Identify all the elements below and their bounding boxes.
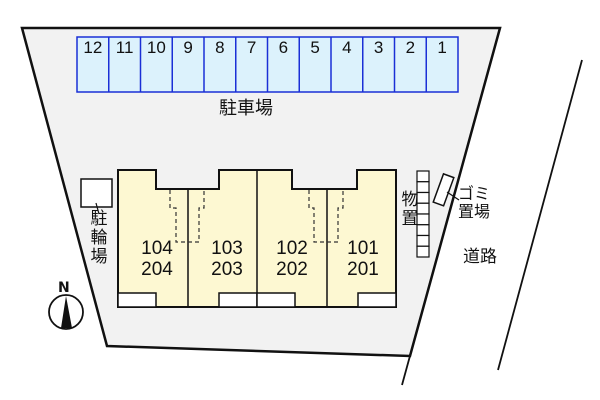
unit-ground-number: 103 bbox=[211, 238, 243, 259]
storage-label: 物 置 bbox=[400, 191, 420, 229]
storage-char: 物 bbox=[401, 190, 419, 210]
unit-upper-number: 203 bbox=[211, 259, 243, 280]
garbage-label-line1: ゴミ bbox=[458, 184, 491, 203]
unit-ground-number: 101 bbox=[347, 238, 379, 259]
parking-slot-number: 2 bbox=[405, 38, 416, 57]
parking-slot-number: 10 bbox=[146, 38, 166, 57]
bike-parking-char: 場 bbox=[90, 247, 108, 267]
bike-parking-char: 輪 bbox=[90, 228, 108, 248]
parking-slot-number: 1 bbox=[437, 38, 447, 57]
road-label: 道路 bbox=[463, 247, 497, 267]
unit-upper-number: 202 bbox=[276, 259, 308, 280]
garbage-label: ゴミ 置場 bbox=[458, 185, 490, 221]
unit-label-101: 101 201 bbox=[333, 238, 393, 280]
garbage-label-line2: 置場 bbox=[458, 202, 491, 221]
parking-slot-number: 7 bbox=[246, 38, 257, 57]
unit-ground-number: 102 bbox=[276, 238, 308, 259]
road-edge-left bbox=[401, 27, 501, 386]
parking-slots bbox=[76, 36, 459, 93]
parking-slot-number: 9 bbox=[183, 38, 193, 57]
storage-units bbox=[416, 170, 430, 258]
road-edge-right bbox=[497, 59, 583, 371]
parking-slot-number: 8 bbox=[215, 38, 225, 57]
stair-outlines bbox=[169, 190, 344, 243]
compass-north-label: N bbox=[58, 280, 70, 296]
unit-upper-number: 201 bbox=[347, 259, 379, 280]
parking-slot-number: 3 bbox=[373, 38, 384, 57]
compass-icon bbox=[48, 294, 84, 330]
parking-slot-number: 12 bbox=[83, 38, 103, 57]
unit-label-104: 104 204 bbox=[127, 238, 187, 280]
parking-slot-number: 5 bbox=[310, 38, 320, 57]
bike-parking-box bbox=[80, 178, 113, 208]
parking-label: 駐車場 bbox=[219, 98, 273, 119]
garbage-box bbox=[432, 172, 455, 207]
unit-upper-number: 204 bbox=[141, 259, 173, 280]
bike-parking-char: 駐 bbox=[90, 209, 108, 229]
entrance-boxes bbox=[117, 292, 397, 308]
unit-label-102: 102 202 bbox=[262, 238, 322, 280]
parking-slot-number: 11 bbox=[115, 38, 134, 57]
parking-slot-number: 4 bbox=[342, 38, 352, 57]
unit-label-103: 103 203 bbox=[197, 238, 257, 280]
storage-char: 置 bbox=[401, 209, 419, 229]
bike-parking-label: 駐 輪 場 bbox=[89, 210, 109, 267]
unit-ground-number: 104 bbox=[141, 238, 173, 259]
parking-slot-number: 6 bbox=[278, 38, 289, 57]
